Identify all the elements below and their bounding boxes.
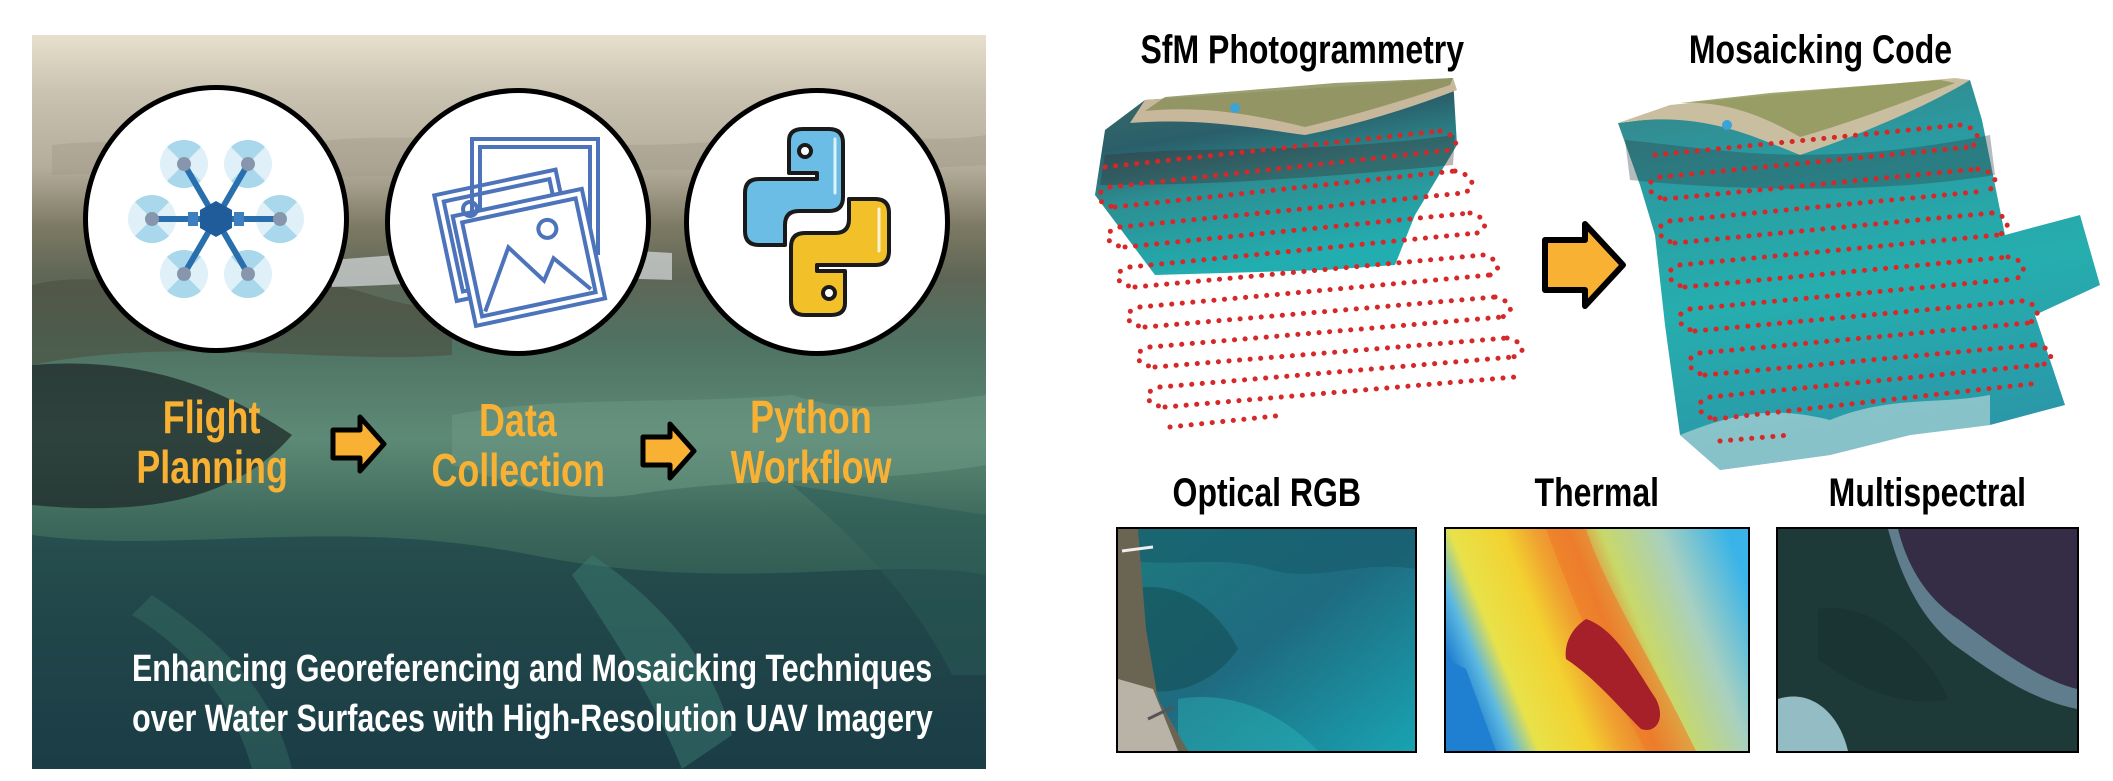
right-arrow-icon [330,414,387,474]
step-label-flight-planning: Flight Planning [136,391,288,493]
abstract-caption: Enhancing Georeferencing and Mosaicking … [132,648,933,740]
python-logo-icon [743,127,891,317]
thermal-title: Thermal [1534,471,1660,515]
optical-rgb-thumbnail [1116,527,1417,753]
step-label-data-collection: Data Collection [431,394,605,496]
optical-rgb-title: Optical RGB [1172,471,1362,515]
mosaicking-code-title: Mosaicking Code [1688,28,1952,72]
sfm-orthomosaic-figure [1095,78,1525,430]
multispectral-thumbnail [1776,527,2079,753]
graphical-abstract-panel: Flight Planning Data Collection Python W… [32,35,986,769]
right-arrow-icon [640,421,697,481]
step-label-python-workflow: Python Workflow [730,391,892,493]
optical-rgb-image [1118,529,1415,751]
hexacopter-drone-icon [128,139,304,299]
multispectral-image [1778,529,2077,751]
multispectral-title: Multispectral [1828,471,2027,515]
sfm-photogrammetry-title: SfM Photogrammetry [1140,28,1465,72]
mosaicking-result-figure [1618,78,2100,470]
image-stack-icon [431,137,608,329]
thermal-heatmap-image [1446,529,1748,751]
step-circle-flight-planning [83,85,349,353]
right-arrow-icon [1542,221,1626,309]
step-circle-python-workflow [684,88,950,356]
step-circle-data-collection [385,88,651,356]
thermal-thumbnail [1444,527,1750,753]
